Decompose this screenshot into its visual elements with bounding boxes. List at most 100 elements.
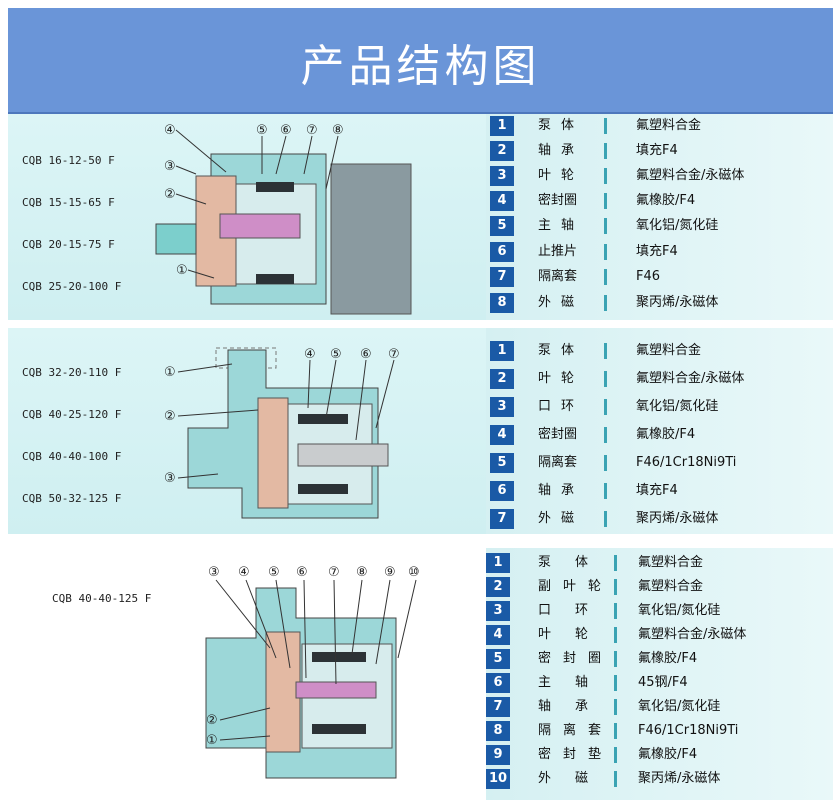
- callout-label: ③: [164, 471, 176, 486]
- pump-cross-section-1: ① ② ③ ④ ⑤ ⑥ ⑦ ⑧: [155, 123, 412, 315]
- part-material: F46/1Cr18Ni9Ti: [636, 455, 737, 470]
- part-number: 10: [486, 769, 510, 789]
- magnet-shape: [256, 182, 294, 192]
- callout-label: ⑥: [296, 565, 308, 580]
- part-number: 8: [486, 721, 510, 741]
- part-number: 2: [490, 369, 514, 389]
- callout-label: ⑥: [280, 123, 292, 138]
- part-number: 5: [490, 453, 514, 473]
- part-number: 4: [490, 191, 514, 211]
- callout-label: ③: [208, 565, 220, 580]
- part-number: 6: [486, 673, 510, 693]
- part-material: 氟塑料合金: [636, 343, 702, 358]
- impeller-shape: [265, 631, 301, 753]
- part-name: 隔离套: [538, 269, 578, 284]
- part-name: 叶轮: [538, 371, 585, 386]
- shaft-shape: [219, 213, 301, 239]
- callout-label: ⑦: [328, 565, 340, 580]
- part-material: 氟塑料合金/永磁体: [638, 627, 747, 642]
- callout-label: ⑦: [388, 347, 400, 362]
- part-name: 密封圈: [538, 651, 614, 666]
- structure-section-2: CQB 32-20-110 F CQB 40-25-120 F CQB 40-4…: [8, 328, 833, 534]
- callout-label: ⑤: [256, 123, 268, 138]
- part-material: 氟橡胶/F4: [636, 193, 696, 208]
- part-material: 填充F4: [636, 143, 678, 158]
- table-row: 4 密封圈 氟橡胶/F4: [490, 190, 830, 212]
- leader-lines: [215, 579, 417, 741]
- model-list-3: CQB 40-40-125 F: [52, 564, 151, 634]
- callout-label: ②: [164, 409, 176, 424]
- part-material: 聚丙烯/永磁体: [636, 511, 719, 526]
- part-number: 3: [486, 601, 510, 621]
- part-name: 泵体: [538, 118, 585, 133]
- part-number: 2: [486, 577, 510, 597]
- part-name: 密封圈: [538, 193, 578, 208]
- part-material: 氧化铝/氮化硅: [638, 603, 721, 618]
- part-number: 9: [486, 745, 510, 765]
- table-row: 2 轴承 填充F4: [490, 140, 830, 162]
- part-name: 口环: [538, 603, 613, 618]
- pump-cross-section-3: ① ② ③ ④ ⑤ ⑥ ⑦ ⑧ ⑨ ⑩: [186, 548, 486, 800]
- part-name: 密封垫: [538, 747, 614, 762]
- part-name: 轴承: [538, 483, 585, 498]
- part-number: 7: [490, 509, 514, 529]
- part-name: 轴承: [538, 699, 613, 714]
- table-row: 7 外磁 聚丙烯/永磁体: [490, 508, 830, 530]
- part-number: 4: [486, 625, 510, 645]
- motor-housing: [330, 163, 412, 315]
- model-name: CQB 40-40-125 F: [52, 592, 152, 605]
- part-number: 7: [490, 267, 514, 287]
- callout-label: ④: [238, 565, 250, 580]
- part-material: 45钢/F4: [638, 675, 688, 690]
- part-name: 轴承: [538, 143, 585, 158]
- part-name: 隔离套: [538, 455, 578, 470]
- callout-label: ⑨: [384, 565, 396, 580]
- model-list-1: CQB 16-12-50 F CQB 15-15-65 F CQB 20-15-…: [22, 126, 121, 322]
- part-number: 5: [486, 649, 510, 669]
- callout-label: ①: [164, 365, 176, 380]
- magnet-shape: [312, 724, 366, 734]
- part-name: 副叶轮: [538, 579, 614, 594]
- part-name: 泵体: [538, 555, 613, 570]
- model-name: CQB 20-15-75 F: [22, 238, 115, 251]
- page-title: 产品结构图: [300, 41, 541, 92]
- model-name: CQB 40-25-120 F: [22, 408, 122, 421]
- callout-label: ①: [176, 263, 188, 278]
- table-row: 9 密封垫 氟橡胶/F4: [486, 744, 831, 766]
- callout-label: ⑧: [332, 123, 344, 138]
- part-material: 聚丙烯/永磁体: [638, 771, 721, 786]
- part-number: 4: [490, 425, 514, 445]
- model-name: CQB 40-40-100 F: [22, 450, 122, 463]
- impeller-shape: [257, 397, 289, 509]
- shaft-shape: [297, 443, 389, 467]
- table-row: 5 隔离套 F46/1Cr18Ni9Ti: [490, 452, 830, 474]
- shaft-shape: [295, 681, 377, 699]
- leader-lines: [175, 129, 339, 279]
- part-number: 6: [490, 242, 514, 262]
- model-name: CQB 25-20-100 F: [22, 280, 122, 293]
- part-material: 氟橡胶/F4: [638, 747, 698, 762]
- part-name: 密封圈: [538, 427, 578, 442]
- part-name: 外磁: [538, 511, 585, 526]
- part-number: 8: [490, 293, 514, 313]
- part-number: 6: [490, 481, 514, 501]
- magnet-shape: [256, 274, 294, 284]
- structure-section-1: CQB 16-12-50 F CQB 15-15-65 F CQB 20-15-…: [8, 114, 833, 320]
- model-name: CQB 32-20-110 F: [22, 366, 122, 379]
- part-name: 主轴: [538, 675, 613, 690]
- part-number: 2: [490, 141, 514, 161]
